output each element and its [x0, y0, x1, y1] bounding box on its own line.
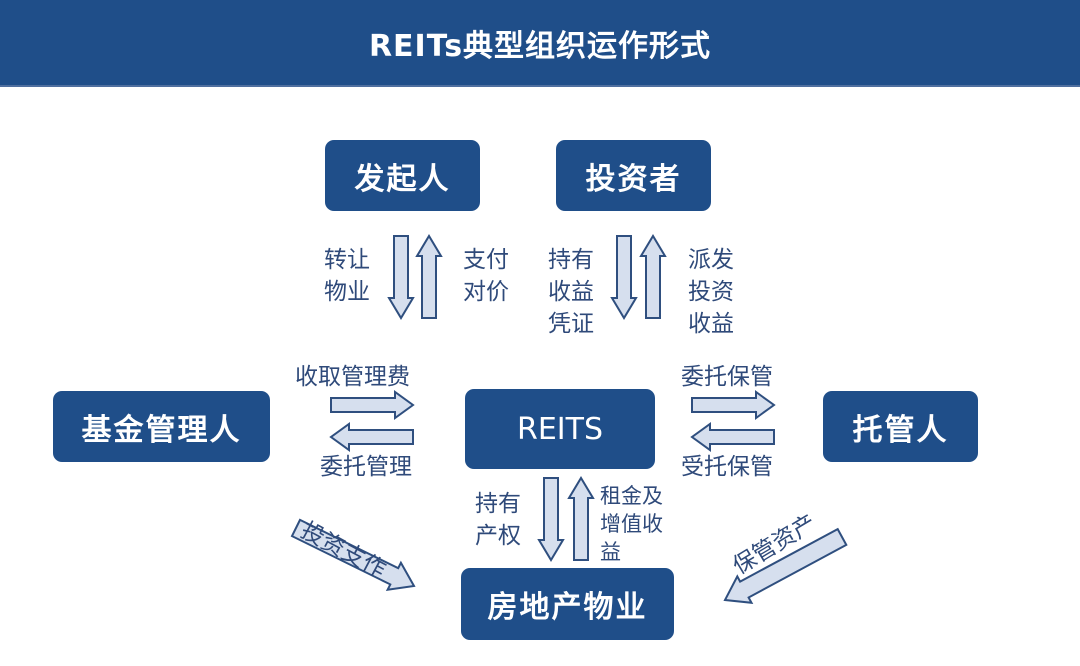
page-title: REITs典型组织运作形式	[368, 28, 712, 64]
node-investor: 投资者	[556, 140, 711, 211]
label-entrust-management: 委托管理	[320, 454, 412, 480]
arrow-reits-to-sponsor	[415, 234, 443, 319]
label-distribute-returns: 派发 投资 收益	[688, 247, 734, 337]
arrow-fund-manager-to-reits	[330, 390, 415, 420]
node-custodian: 托管人	[823, 391, 978, 462]
arrow-reits-to-property	[537, 477, 565, 562]
arrow-reits-to-fund-manager	[329, 422, 414, 452]
arrow-fund-manager-to-property	[290, 518, 416, 592]
arrow-reits-to-custodian	[691, 390, 776, 420]
arrow-property-to-reits	[567, 476, 595, 561]
label-accept-custody: 受托保管	[681, 454, 773, 480]
arrow-reits-to-investor	[639, 234, 667, 319]
label-rent-income: 租金及 增值收 益	[600, 484, 663, 564]
label-hold-certificates: 持有 收益 凭证	[548, 247, 594, 337]
arrow-custodian-to-reits	[690, 422, 775, 452]
arrow-investor-to-reits	[610, 235, 638, 320]
arrow-custodian-to-property	[723, 527, 848, 604]
node-property: 房地产物业	[461, 568, 674, 640]
label-entrust-custody: 委托保管	[681, 364, 773, 390]
arrow-sponsor-to-reits	[387, 235, 415, 320]
label-hold-title: 持有 产权	[475, 491, 521, 549]
label-transfer-property: 转让 物业	[324, 247, 370, 305]
node-reits: REITS	[465, 389, 655, 469]
label-collect-fee: 收取管理费	[295, 364, 410, 390]
node-fund-manager: 基金管理人	[53, 391, 270, 462]
header-bar: REITs典型组织运作形式	[0, 0, 1080, 87]
label-pay-consideration: 支付 对价	[463, 247, 509, 305]
node-sponsor: 发起人	[325, 140, 480, 211]
